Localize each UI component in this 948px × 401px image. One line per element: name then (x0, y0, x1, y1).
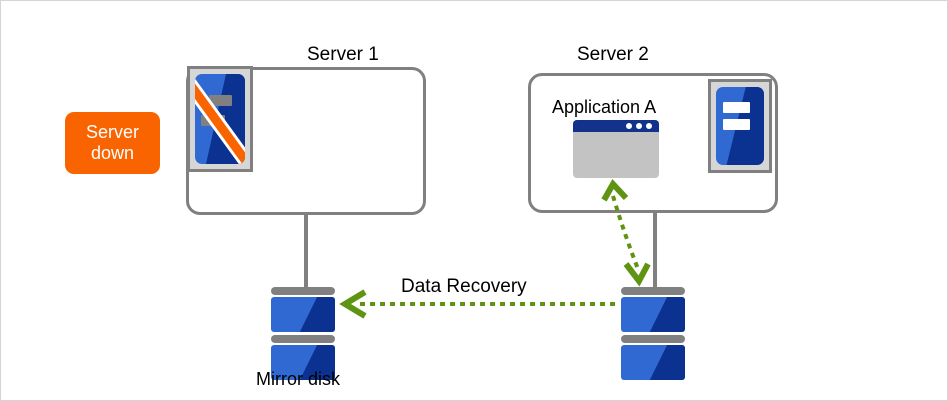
server2-disk-stack (621, 287, 685, 380)
status-badge-line2: down (90, 143, 135, 163)
disk-unit (271, 335, 335, 380)
application-window-icon (573, 120, 659, 178)
mirror-disk-label: Mirror disk (256, 369, 340, 389)
server-machine-disabled-icon (187, 66, 253, 172)
data-recovery-label: Data Recovery (401, 276, 527, 297)
server-machine-icon (708, 79, 772, 173)
disk-unit (271, 287, 335, 332)
window-dot-icon (626, 123, 632, 129)
server1-title: Server 1 (307, 44, 379, 65)
server2-title: Server 2 (577, 44, 649, 65)
status-badge: Server down (65, 112, 160, 174)
server2-disk-sync-head-down (623, 262, 651, 287)
server2-disk-connector (653, 213, 657, 287)
window-dot-icon (646, 123, 652, 129)
disk-unit (621, 287, 685, 332)
mirror-disk-stack (271, 287, 335, 380)
data-recovery-arrow-head (339, 289, 367, 319)
application-label: Application A (552, 97, 657, 117)
server1-disk-connector (304, 215, 308, 287)
disk-unit (621, 335, 685, 380)
window-dot-icon (636, 123, 642, 129)
application-window-titlebar (573, 120, 659, 132)
status-badge-line1: Server (85, 121, 139, 142)
